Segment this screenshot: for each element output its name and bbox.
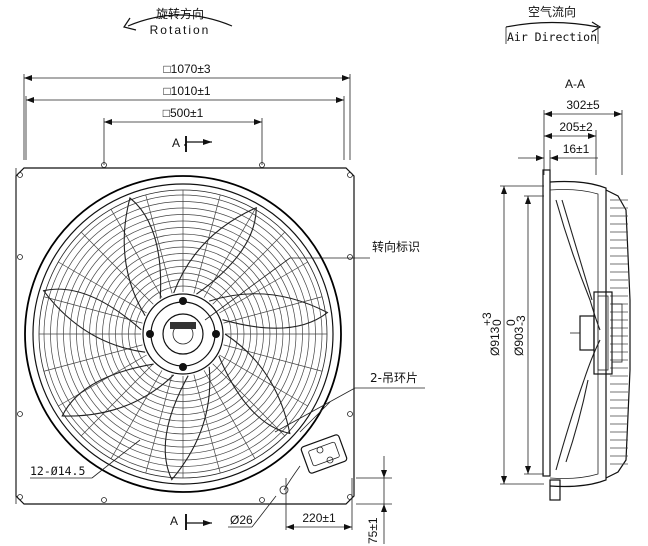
dimension-dia-outer: Ø913 +3 0 — [480, 185, 544, 485]
fan-blades — [42, 197, 329, 481]
motor-hub — [142, 293, 224, 375]
dim-cable-text: Ø26 — [230, 513, 253, 527]
hole-spec: 12-Ø14.5 — [30, 439, 141, 479]
label-lifting-rings: 2-吊环片 — [370, 371, 418, 385]
dia-outer-tol-lower: 0 — [490, 319, 504, 326]
guard-spoke — [80, 363, 154, 437]
guard-spoke — [193, 374, 221, 474]
dim-mid-text: □500±1 — [163, 106, 204, 120]
guard-spoke — [58, 354, 147, 407]
fan-blade — [164, 366, 211, 481]
section-view: A-A 302±5 205±2 16±1 — [480, 77, 631, 501]
guard-spoke — [80, 231, 154, 305]
guard-spoke — [219, 261, 308, 314]
cable-diameter: Ø26 — [228, 495, 277, 528]
front-view: □1070±3 □1010±1 □500±1 A — [15, 62, 425, 544]
guard-spoke — [145, 194, 173, 294]
guard-spoke — [203, 370, 256, 459]
dimension-depth-total: 302±5 — [543, 98, 623, 175]
section-marker-bottom: A — [170, 514, 212, 530]
fan-blade — [218, 333, 291, 435]
fan-blade — [61, 363, 175, 417]
dia-outer-tol-upper: +3 — [480, 312, 494, 326]
rotation-arrow-icon — [123, 17, 137, 31]
guard-spoke — [145, 374, 173, 474]
rotation-label-en: Rotation — [150, 23, 211, 37]
guard-spoke — [203, 209, 256, 298]
dim-inner-text: □1010±1 — [163, 84, 211, 98]
dimension-mid: □500±1 — [103, 106, 263, 165]
guard-spoke — [223, 344, 323, 372]
section-title: A-A — [565, 77, 585, 91]
frame-plate — [15, 162, 355, 505]
airflow-label-cn: 空气流向 — [528, 4, 576, 19]
dia-inner-base: Ø903 — [512, 326, 526, 356]
guard-spoke — [193, 194, 221, 294]
guard-spoke — [223, 296, 323, 324]
section-profile — [542, 169, 631, 501]
dim-outer-text: □1070±3 — [163, 62, 211, 76]
fan-blade — [123, 197, 162, 317]
rotation-label-cn: 旋转方向 — [156, 6, 204, 21]
dimension-75: 75±1 — [356, 456, 392, 544]
dia-outer-base: Ø913 — [488, 326, 502, 356]
rotation-indicator: 旋转方向 Rotation — [123, 6, 233, 37]
guard-spoke — [212, 363, 286, 437]
fan-blade — [42, 288, 146, 353]
dim-depth-total-text: 302±5 — [566, 98, 600, 112]
dimension-outer: □1070±3 — [23, 62, 351, 160]
guard-spoke — [58, 261, 147, 314]
dimension-depth-small: 16±1 — [518, 142, 598, 175]
fan-blade — [173, 206, 257, 295]
dimension-dia-inner: Ø903 0 -3 — [504, 195, 544, 475]
mounting-holes — [17, 162, 353, 503]
guard-spoke — [43, 344, 143, 372]
dia-inner-tol-upper: 0 — [504, 319, 518, 326]
airflow-arrow-icon — [591, 21, 602, 33]
leader-rotation-marker: 转向标识 — [204, 239, 420, 321]
dimension-220: 220±1 — [285, 478, 353, 530]
guard-spoke — [110, 370, 163, 459]
guard-spoke — [219, 354, 308, 407]
dim-depth-mid-text: 205±2 — [559, 120, 593, 134]
guard-spoke — [110, 209, 163, 298]
guard-grille — [39, 190, 327, 478]
label-rotation-marker: 转向标识 — [372, 239, 420, 254]
dia-inner-tol-lower: -3 — [514, 315, 528, 326]
dimension-depth-mid: 205±2 — [544, 120, 597, 175]
junction-box — [279, 434, 348, 495]
dim-75-text: 75±1 — [366, 517, 380, 544]
rotation-arc — [127, 14, 233, 27]
section-mark-bottom: A — [170, 514, 178, 528]
section-mark-top: A — [172, 136, 180, 150]
dim-220-text: 220±1 — [302, 511, 336, 525]
airflow-indicator: 空气流向 Air Direction — [505, 4, 602, 44]
airflow-arc — [505, 21, 599, 28]
dim-depth-small-text: 16±1 — [563, 142, 590, 156]
dimension-inner: □1010±1 — [25, 84, 345, 160]
fan-blade — [209, 293, 329, 329]
section-marker-top: A — [172, 136, 212, 152]
airflow-label-en: Air Direction — [507, 30, 597, 44]
leader-lifting-rings: 2-吊环片 — [274, 371, 425, 433]
guard-spoke — [212, 231, 286, 305]
hole-spec-text: 12-Ø14.5 — [30, 464, 85, 478]
hub-label-plate — [170, 322, 196, 329]
guard-spoke — [43, 296, 143, 324]
